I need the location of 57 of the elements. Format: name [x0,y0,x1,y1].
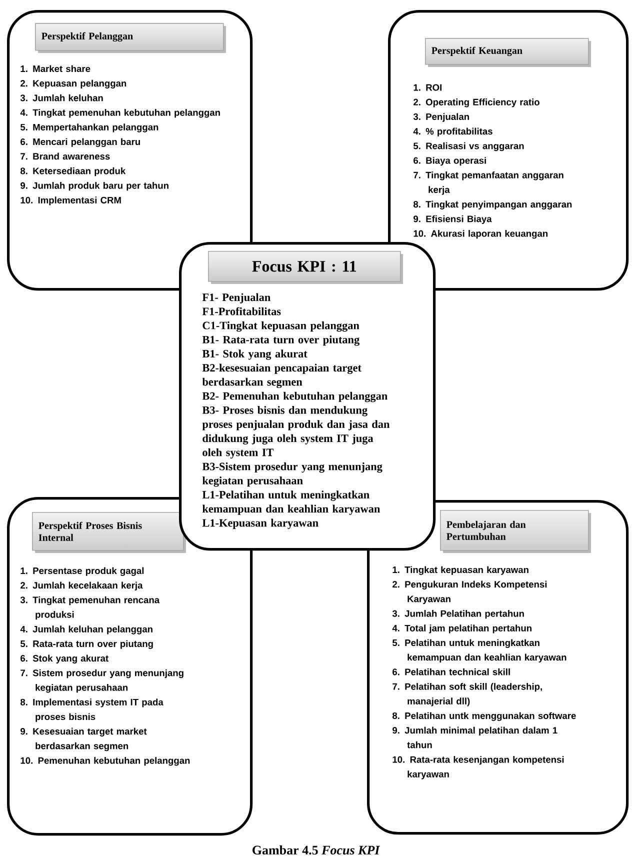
kpi-item: B2- Pemenuhan kebutuhan pelanggan [202,392,388,402]
list-item: 10. Rata-rata kesenjangan kompetensi karyawan [392,756,564,780]
list-item: 6. Stok yang akurat [20,654,108,664]
list-item: 5. Pelatihan untuk meningkatkan kemampuan dan keahlian karyawan [392,639,566,662]
header-box: Pembelajaran dan Pertumbuhan [440,510,591,553]
list-item: 8. Implementasi system IT pada proses bisnis [20,698,164,722]
kpi-item: F1-Profitabilitas [202,307,281,316]
kpi-item: B3-Sistem prosedur yang menunjang kegiatan perusahaan [202,462,382,487]
header-box: Perspektif Pelanggan [35,23,226,54]
list-item: 6. Mencari pelanggan baru [20,138,140,147]
list-item: 10. Implementasi CRM [20,196,121,206]
list-item: 10. Pemenuhan kebutuhan pelanggan [20,757,190,766]
list-item: 1. Market share [20,65,90,72]
list-item: 2. Kepuasan pelanggan [20,80,126,89]
list-item: 4. Total jam pelatihan pertahun [392,624,532,634]
list-item: 5. Mempertahankan pelanggan [20,124,158,132]
list-item: 4. Tingkat pemenuhan kebutuhan pelanggan [20,109,220,118]
list-item: 2. Jumlah kecelakaan kerja [20,582,143,590]
list-item: 3. Penjualan [413,113,469,122]
list-item: 2. Pengukuran Indeks Kompetensi Karyawan [392,580,547,604]
kpi-item: L1-Kepuasan karyawan [202,518,318,529]
kpi-item: L1-Pelatihan untuk meningkatkan kemampuan dan keahlian karyawan [202,490,380,515]
list-item: 6. Biaya operasi [414,156,486,166]
figure-caption: Gambar 4.5 Focus KPI [252,845,380,855]
list-item: 10. Akurasi laporan keuangan [414,230,548,239]
list-item: 9. Efisiensi Biaya [414,215,492,224]
list-item: 2. Operating Efficiency ratio [414,98,540,108]
list-item: 7. Brand awareness [20,152,110,160]
list-item: 7. Sistem prosedur yang menunjang kegiatan perusahaan [20,669,184,693]
list-item: 4. Jumlah keluhan pelanggan [20,626,152,634]
kpi-item: C1-Tingkat kepuasan pelanggan [202,321,360,332]
list-item: 1. ROI [414,84,442,91]
list-item: 1. Persentase produk gagal [20,567,144,576]
list-item: 4. % profitabilitas [413,128,492,136]
header-box: Perspektif Proses Bisnis Internal [32,512,186,553]
list-item: 7. Pelatihan soft skill (leadership, manajerial dll) [392,683,542,706]
list-item: 9. Kesesuaian target market berdasarkan segmen [20,728,147,752]
list-item: 8. Ketersediaan produk [20,167,126,176]
list-item: 9. Jumlah minimal pelatihan dalam 1 tahun [392,726,558,748]
header-box: Perspektif Keuangan [425,38,591,67]
list-item: 7. Tingkat pemanfaatan anggaran kerja [414,172,564,195]
kpi-item: F1- Penjualan [202,293,270,304]
list-item: 8. Tingkat penyimpangan anggaran [414,200,572,210]
list-item: 5. Realisasi vs anggaran [413,142,524,152]
list-item: 3. Tingkat pemenuhan rencana produksi [20,596,160,620]
list-item: 3. Jumlah Pelatihan pertahun [392,610,524,619]
kpi-item: B1- Stok yang akurat [202,350,308,360]
header-box: Focus KPI : 11 [208,251,403,284]
list-item: 5. Rata-rata turn over piutang [20,640,153,649]
list-item: 3. Jumlah keluhan [20,94,103,102]
list-item: 6. Pelatihan technical skill [392,668,510,676]
list-item: 9. Jumlah produk baru per tahun [20,182,168,191]
list-item: 1. Tingkat kepuasan karyawan [392,566,528,575]
list-item: 8. Pelatihan untk menggunakan software [392,712,576,721]
kpi-item: B1- Rata-rata turn over piutang [202,336,360,346]
kpi-item: B2-kesesuaian pencapaian target berdasarkan segmen [202,364,362,388]
kpi-item: B3- Proses bisnis dan mendukung proses penjualan produk dan jasa dan didukung juga oleh system IT juga oleh system IT [202,406,390,458]
